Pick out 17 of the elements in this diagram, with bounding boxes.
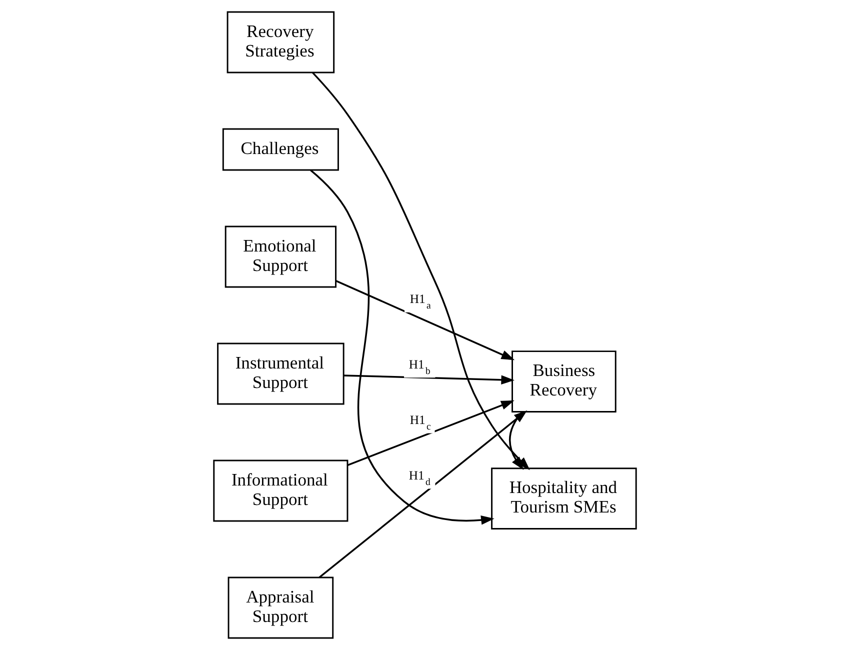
edge-label: H1$_{d}$ [408,468,430,488]
node-box: Appraisal Support [228,576,334,639]
arrow [344,374,515,384]
edge-label: H1$_{a}$ [410,292,431,312]
node-box: Informational Support [213,460,348,522]
node-box: Hospitality and Tourism SMEs [491,468,637,530]
edge-label: H1$_{b}$ [408,357,430,377]
node-box: Challenges [222,128,339,171]
node-box: Emotional Support [224,226,337,288]
node-box: Instrumental Support [217,342,344,405]
node-box: Business Recovery [512,350,616,413]
arrow [318,410,528,578]
edge-label: H1$_{c}$ [410,412,431,432]
node-box: Recovery Strategies [226,11,335,74]
arrow [336,280,515,360]
arrow [347,400,514,466]
arrow [310,169,494,525]
